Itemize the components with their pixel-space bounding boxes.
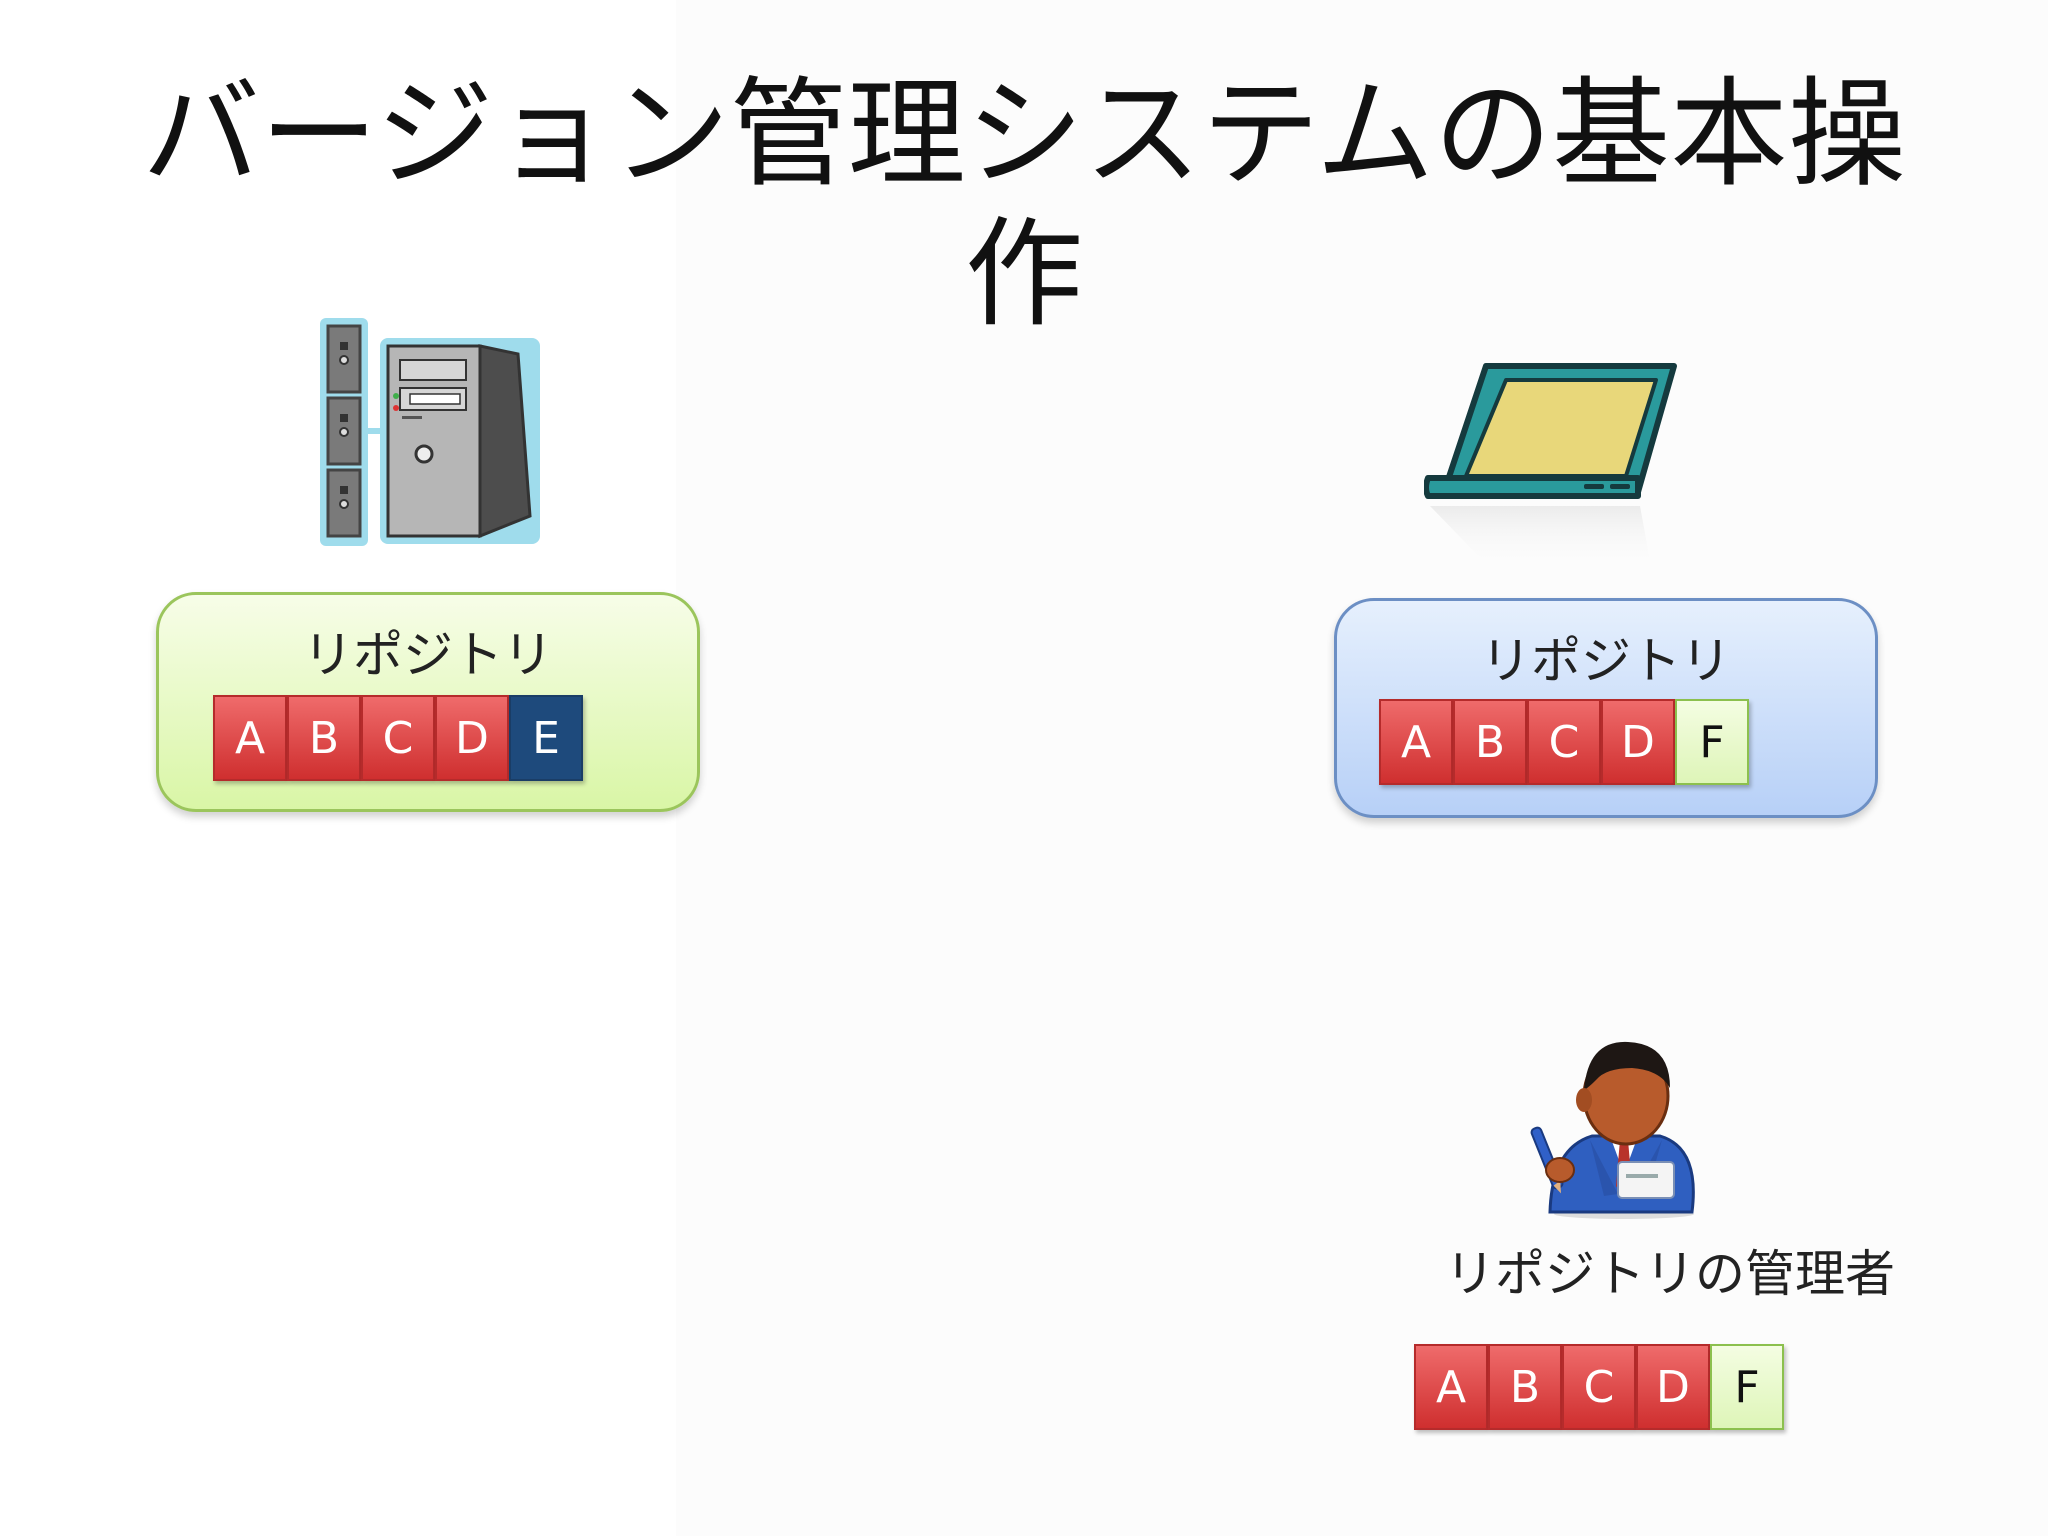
commit-b: B	[1488, 1344, 1562, 1430]
commit-a: A	[1414, 1344, 1488, 1430]
server-commit-row: A B C D E	[213, 695, 583, 781]
admin-label: リポジトリの管理者	[1445, 1245, 1895, 1303]
server-repository: リポジトリ A B C D E	[156, 592, 700, 812]
commit-a: A	[213, 695, 287, 781]
slide-title: バージョン管理システムの基本操作	[141, 65, 1907, 343]
laptop-icon	[1424, 363, 1677, 572]
local-repository-label: リポジトリ	[1481, 632, 1731, 690]
local-repository: リポジトリ A B C D F	[1334, 598, 1878, 818]
server-icon	[320, 318, 540, 546]
commit-b: B	[1453, 699, 1527, 785]
server-repository-label: リポジトリ	[303, 626, 553, 684]
commit-d: D	[1636, 1344, 1710, 1430]
person-icon	[1530, 1041, 1695, 1219]
commit-f: F	[1710, 1344, 1784, 1430]
commit-a: A	[1379, 699, 1453, 785]
commit-c: C	[361, 695, 435, 781]
admin-commit-row: A B C D F	[1414, 1344, 1784, 1430]
commit-d: D	[1601, 699, 1675, 785]
commit-d: D	[435, 695, 509, 781]
commit-f: F	[1675, 699, 1749, 785]
commit-c: C	[1562, 1344, 1636, 1430]
commit-b: B	[287, 695, 361, 781]
commit-c: C	[1527, 699, 1601, 785]
commit-e: E	[509, 695, 583, 781]
local-commit-row: A B C D F	[1379, 699, 1749, 785]
